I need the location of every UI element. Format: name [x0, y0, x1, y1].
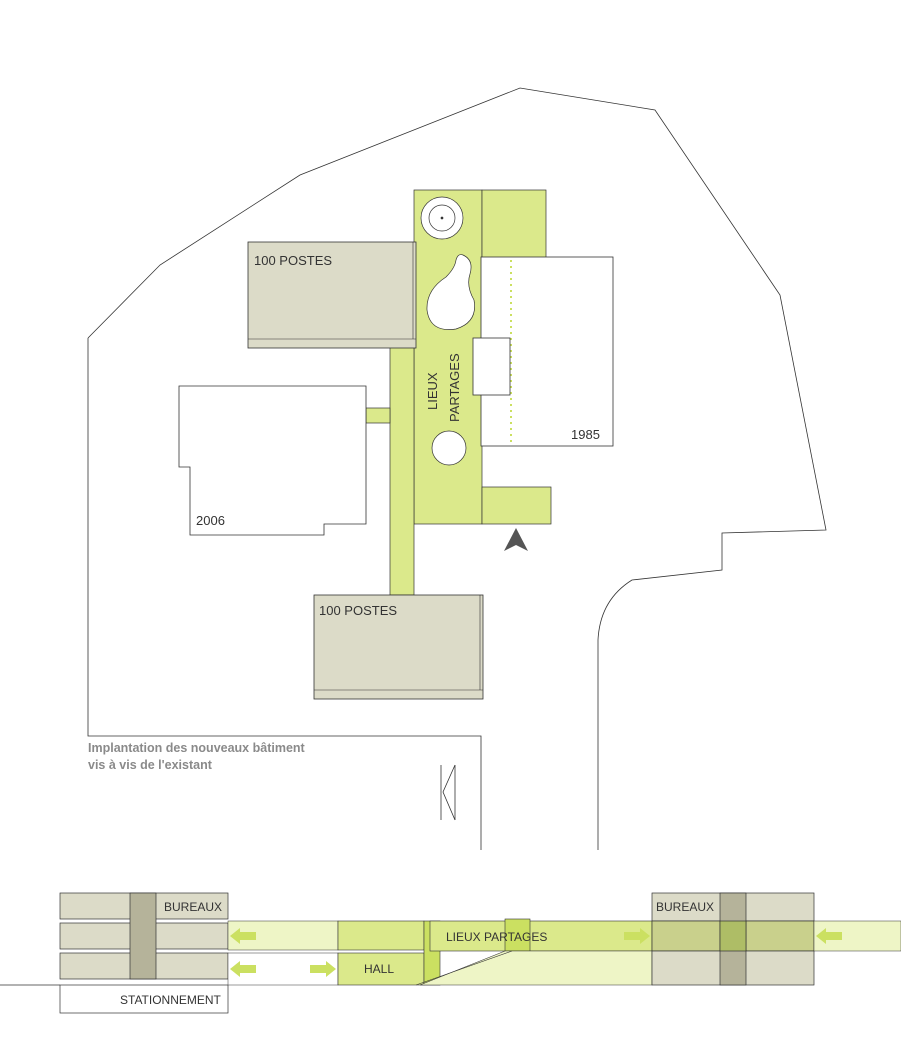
- circle-feature: [431, 430, 467, 466]
- arrow-left-icon: [230, 961, 256, 977]
- plan-caption: Implantation des nouveaux bâtiment vis à…: [88, 740, 408, 774]
- section-right-offices: [651, 892, 815, 986]
- postes-top-label: 100 POSTES: [254, 253, 332, 268]
- caption-line-1: Implantation des nouveaux bâtiment: [88, 741, 305, 755]
- flow-arrows: [230, 928, 842, 977]
- building-2006: 2006: [178, 385, 367, 536]
- section-stationnement-label: STATIONNEMENT: [120, 993, 222, 1007]
- section-bureaux-right-label: BUREAUX: [656, 900, 714, 914]
- caption-line-2: vis à vis de l'existant: [88, 758, 212, 772]
- section-hall-label: HALL: [364, 962, 394, 976]
- section-hall: [337, 920, 441, 986]
- site-boundary: [87, 87, 827, 850]
- section-diagram: BUREAUX STATIONNEMENT HALL LIEUX PARTAGE…: [0, 892, 901, 1014]
- section-shared-band: [415, 918, 653, 986]
- year-2006-label: 2006: [196, 513, 225, 528]
- arrow-right-icon: [624, 928, 650, 944]
- section-left-offices: [59, 892, 229, 1014]
- section-lieux-partages-label: LIEUX PARTAGES: [446, 930, 547, 944]
- round-well-icon: [420, 196, 464, 240]
- shared-spaces-zone: [365, 189, 552, 596]
- partages-label: PARTAGES: [447, 353, 462, 422]
- lieux-label: LIEUX: [425, 372, 440, 410]
- arrow-left-icon: [816, 928, 842, 944]
- entry-arrow-icon: [504, 528, 528, 551]
- arrow-left-icon: [230, 928, 256, 944]
- pond-shape: [426, 254, 475, 330]
- postes-bottom-label: 100 POSTES: [319, 603, 397, 618]
- new-building-top: 100 POSTES: [247, 241, 417, 349]
- section-bureaux-left-label: BUREAUX: [164, 900, 222, 914]
- arrow-right-icon: [310, 961, 336, 977]
- year-1985-label: 1985: [571, 427, 600, 442]
- new-building-bottom: 100 POSTES: [313, 594, 484, 700]
- building-1985: 1985: [472, 256, 614, 447]
- entrance-sign-icon: [440, 764, 456, 821]
